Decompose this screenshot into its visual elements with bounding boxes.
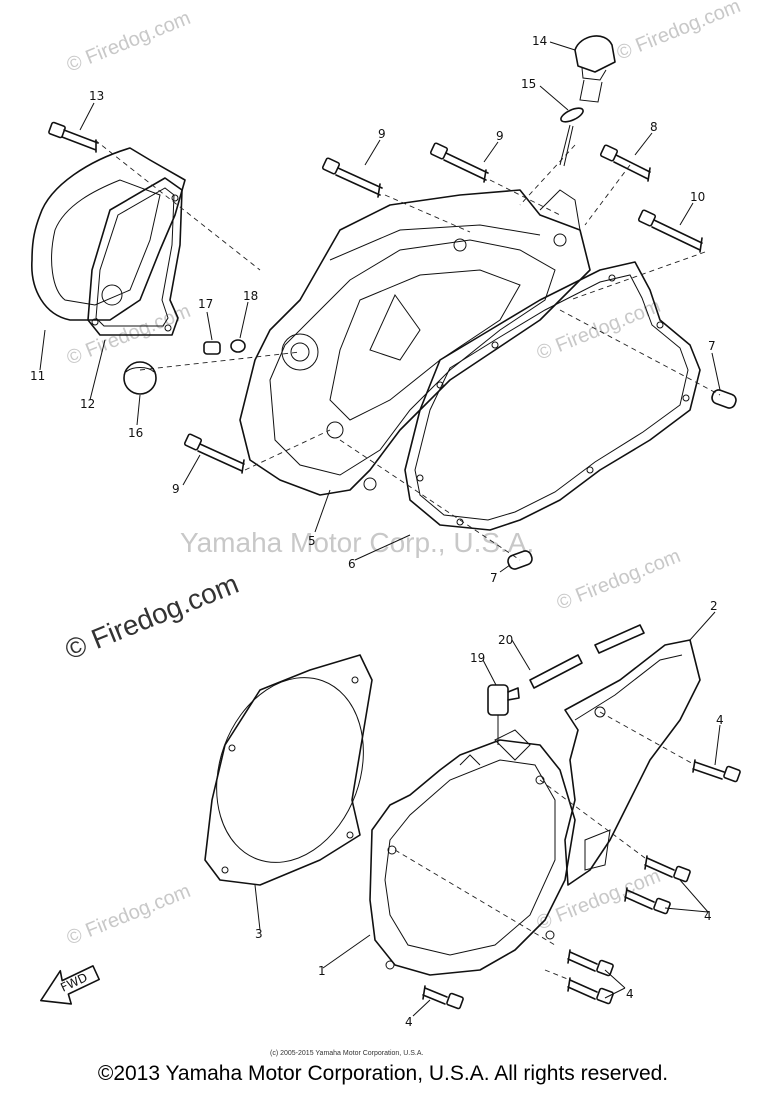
label-9-a: 9 xyxy=(378,127,386,141)
part-9-bolt-b xyxy=(429,142,489,183)
label-1: 1 xyxy=(318,964,326,978)
label-12: 12 xyxy=(80,397,95,411)
label-9-b: 9 xyxy=(496,129,504,143)
part-14-cap xyxy=(574,35,616,103)
label-14: 14 xyxy=(532,34,547,48)
part-7-dowel-a xyxy=(711,389,737,409)
part-labels: 13 14 15 9 9 8 10 7 11 12 17 18 16 9 5 6… xyxy=(30,34,724,1029)
part-9-bolt-a xyxy=(321,157,383,198)
label-9-c: 9 xyxy=(172,482,180,496)
part-2-outer-cover xyxy=(564,639,701,886)
label-6: 6 xyxy=(348,557,356,571)
part-12-gasket xyxy=(87,177,183,336)
part-20-tube xyxy=(529,624,645,689)
label-4-b: 4 xyxy=(704,909,712,923)
watermark-top-right: © Firedog.com xyxy=(614,0,744,65)
part-11-cover xyxy=(31,147,186,321)
label-8: 8 xyxy=(650,120,658,134)
label-4-d: 4 xyxy=(405,1015,413,1029)
label-15: 15 xyxy=(521,77,536,91)
part-15-oring xyxy=(559,107,584,167)
label-11: 11 xyxy=(30,369,45,383)
part-19-elbow xyxy=(487,684,520,745)
alignment-lines xyxy=(94,139,721,561)
label-13: 13 xyxy=(89,89,104,103)
label-3: 3 xyxy=(255,927,263,941)
label-18: 18 xyxy=(243,289,258,303)
label-20: 20 xyxy=(498,633,513,647)
part-13-bolt xyxy=(48,121,99,153)
part-8-bolt xyxy=(599,144,651,182)
part-4-bolt-a xyxy=(692,759,741,783)
leader-lines xyxy=(39,41,721,1017)
watermark-right-1: © Firedog.com xyxy=(554,545,684,615)
label-4-c: 4 xyxy=(626,987,634,1001)
part-1-cover xyxy=(369,729,576,976)
part-9-bolt-c xyxy=(183,433,245,474)
footer-copyright: ©2013 Yamaha Motor Corporation, U.S.A. A… xyxy=(97,1062,669,1085)
part-5-crankcase-cover xyxy=(239,189,591,496)
watermarks: Yamaha Motor Corp., U.S.A. © Firedog.com… xyxy=(61,0,744,950)
label-7-b: 7 xyxy=(490,571,498,585)
watermark-left-2: © Firedog.com xyxy=(64,880,194,950)
label-16: 16 xyxy=(128,426,143,440)
part-4-bolt-c xyxy=(624,887,671,915)
part-3-gasket xyxy=(204,654,373,886)
watermark-center: Yamaha Motor Corp., U.S.A. xyxy=(180,527,534,558)
part-4-bolt-b xyxy=(644,855,691,883)
part-4-bolt-d xyxy=(567,949,614,977)
part-18-washer xyxy=(230,339,246,353)
label-7-a: 7 xyxy=(708,339,716,353)
copyright-credit: (c) 2005-2015 Yamaha Motor Corporation, … xyxy=(270,1050,423,1057)
part-7-dowel-b xyxy=(507,550,533,570)
watermark-big: © Firedog.com xyxy=(61,568,243,666)
part-4-bolt-e xyxy=(567,977,614,1005)
label-4-a: 4 xyxy=(716,713,724,727)
part-10-bolt xyxy=(637,209,703,253)
part-16-plug xyxy=(123,361,157,395)
label-19: 19 xyxy=(470,651,485,665)
watermark-right-2: © Firedog.com xyxy=(534,865,664,935)
part-4-bolt-f xyxy=(422,985,464,1010)
lower-alignment-lines xyxy=(394,711,696,981)
label-17: 17 xyxy=(198,297,213,311)
fwd-arrow: FWD xyxy=(40,965,100,1005)
watermark-top-left: © Firedog.com xyxy=(64,7,194,77)
label-5: 5 xyxy=(308,534,316,548)
label-2: 2 xyxy=(710,599,718,613)
label-10: 10 xyxy=(690,190,705,204)
part-17-bolt xyxy=(203,341,221,355)
